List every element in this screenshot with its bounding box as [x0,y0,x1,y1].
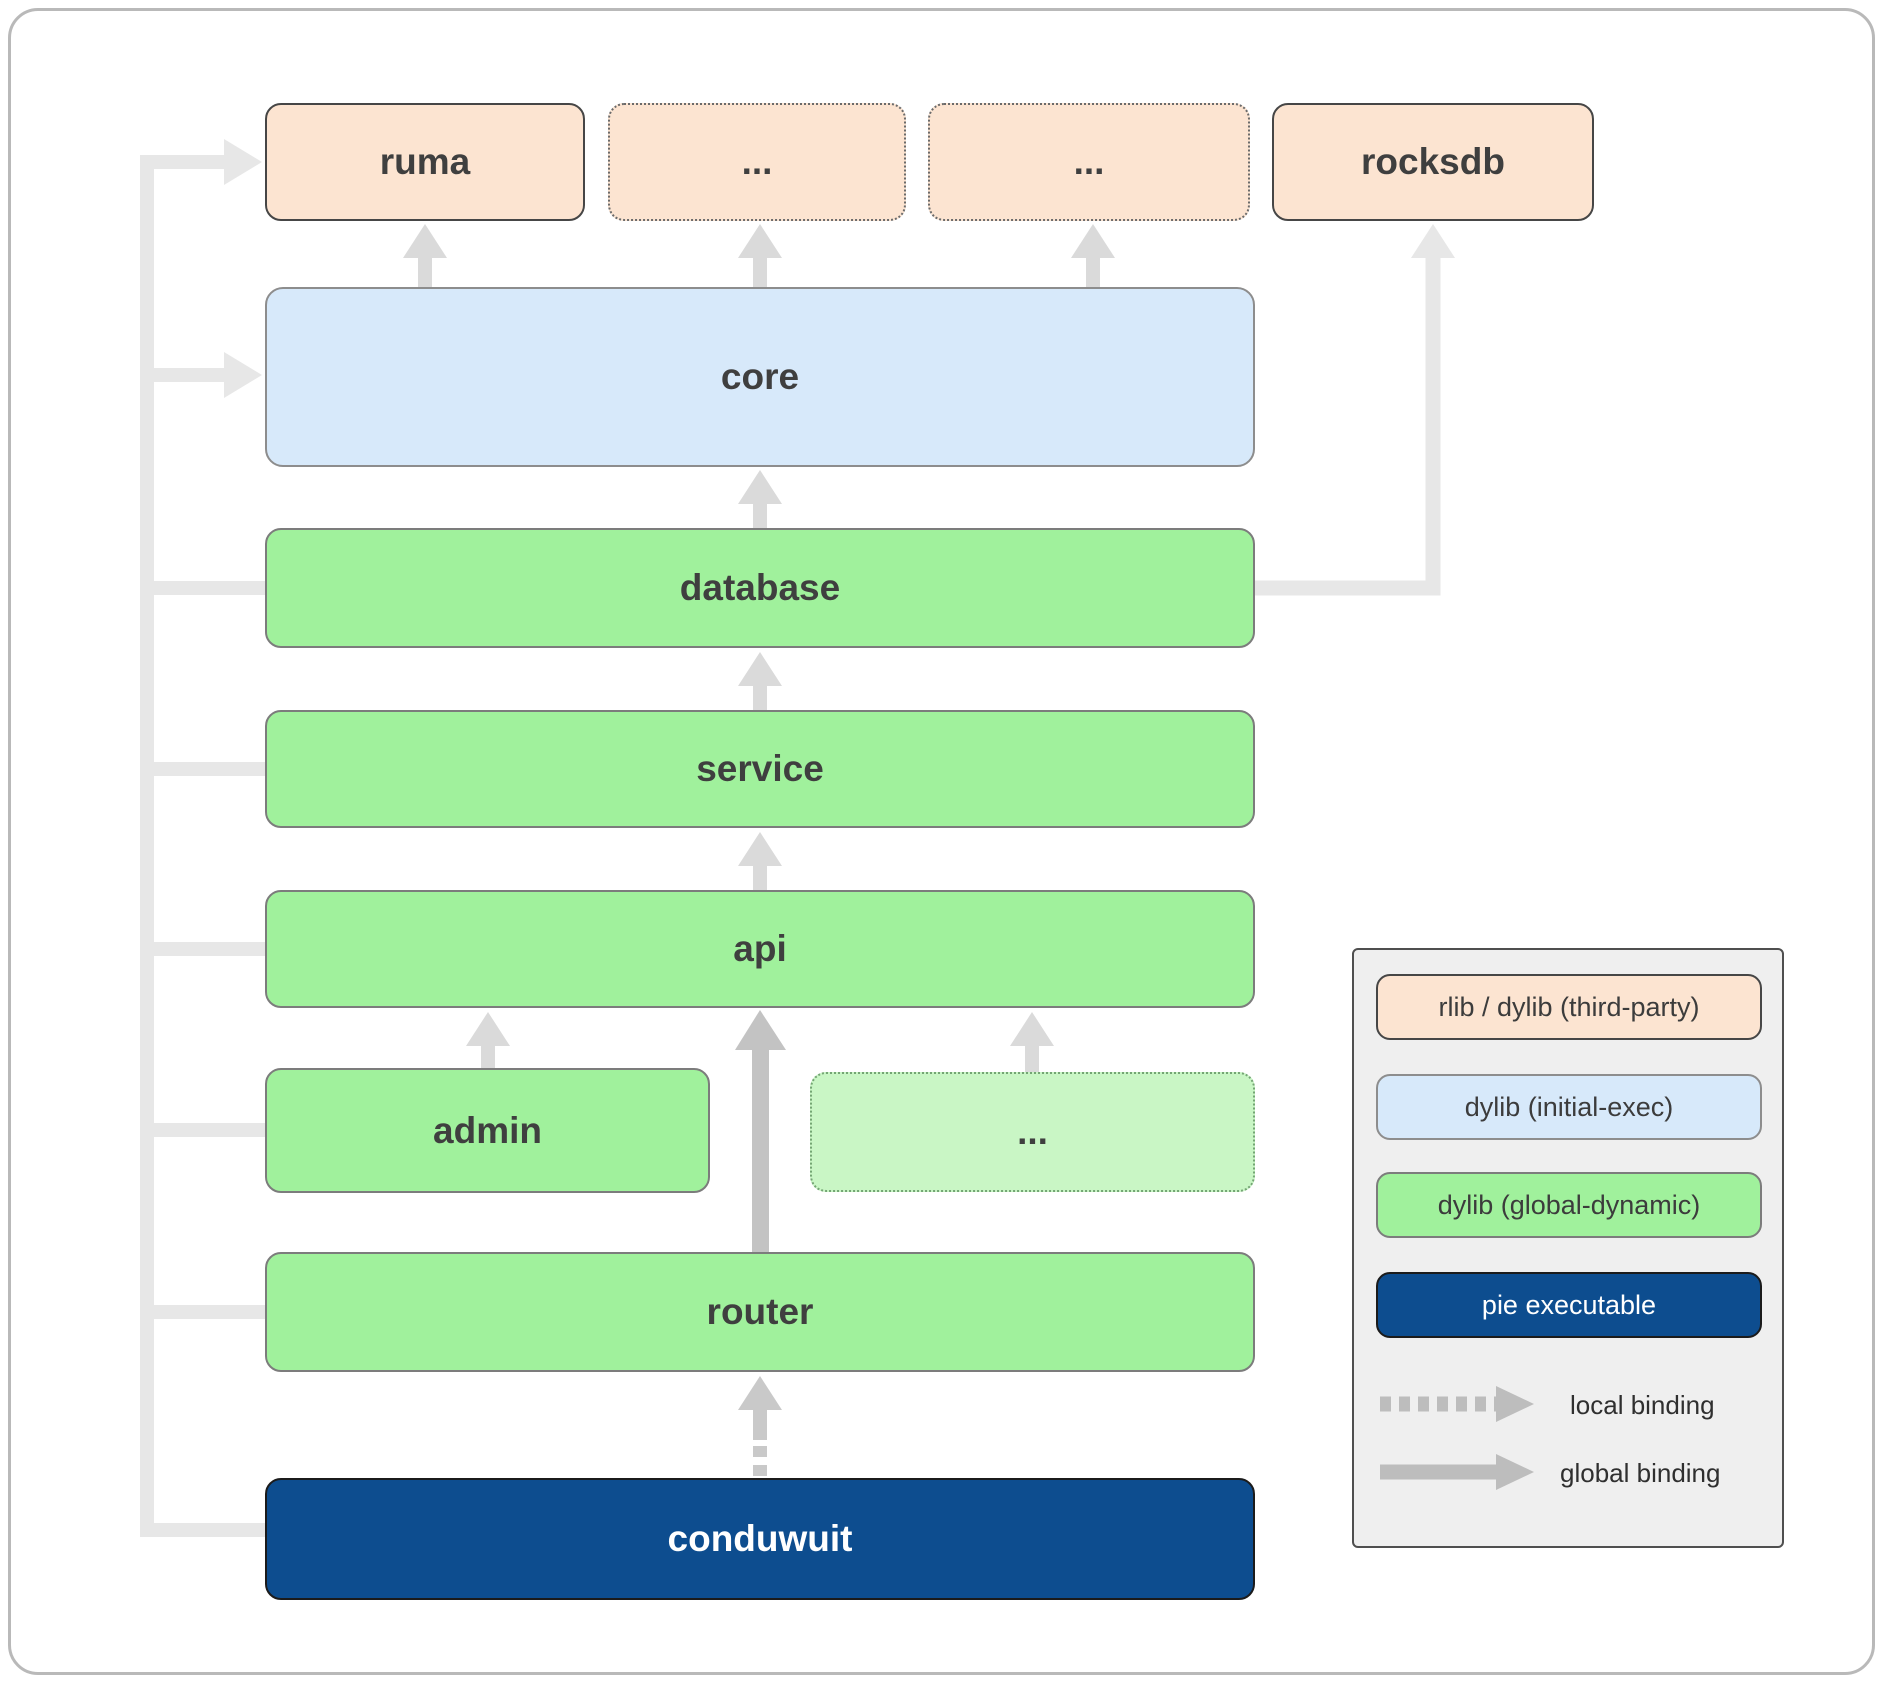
local-binding-arrow-icon [1380,1386,1534,1422]
legend-item-third-party-label: rlib / dylib (third-party) [1438,991,1700,1022]
legend-item-pie-executable: pie executable [1376,1272,1762,1338]
edge-more-api [1010,1012,1054,1074]
node-ruma-label: ruma [379,141,471,182]
edge-router-api [735,1010,786,1254]
node-api-label: api [733,928,787,969]
legend-panel: rlib / dylib (third-party) dylib (initia… [1352,948,1784,1548]
node-core: core [265,287,1255,467]
legend-local-binding-label: local binding [1570,1390,1715,1420]
edge-database-core [738,470,782,530]
node-third-party-ellipsis-2-label: ... [1073,141,1105,182]
node-third-party-ellipsis-1: ... [608,103,906,221]
node-conduwuit-label: conduwuit [667,1518,853,1559]
node-third-party-ellipsis-1-label: ... [741,141,773,182]
node-rocksdb: rocksdb [1272,103,1594,221]
node-module-ellipsis: ... [810,1072,1255,1192]
edge-conduwuit-left-bus [140,155,267,1537]
edge-core-dep3 [1071,224,1115,290]
node-service-label: service [696,748,824,789]
edge-core-dep2 [738,224,782,290]
node-third-party-ellipsis-2: ... [928,103,1250,221]
node-ruma: ruma [265,103,585,221]
edge-database-rocksdb [1255,224,1455,596]
node-database-label: database [679,567,841,608]
legend-item-global-dynamic-label: dylib (global-dynamic) [1437,1189,1701,1220]
node-admin-label: admin [433,1109,542,1151]
node-database: database [265,528,1255,648]
legend-item-global-dynamic: dylib (global-dynamic) [1376,1172,1762,1238]
node-rocksdb-label: rocksdb [1361,141,1505,182]
edge-admin-api [466,1012,510,1070]
node-router: router [265,1252,1255,1372]
node-api: api [265,890,1255,1008]
legend-item-pie-executable-label: pie executable [1481,1289,1657,1320]
legend-item-third-party: rlib / dylib (third-party) [1376,974,1762,1040]
edge-conduwuit-router [738,1376,782,1479]
global-binding-arrow-icon [1380,1454,1534,1490]
node-module-ellipsis-label: ... [1017,1111,1048,1152]
legend-item-initial-exec-label: dylib (initial-exec) [1464,1091,1674,1122]
edge-api-service [738,832,782,892]
node-service: service [265,710,1255,828]
node-conduwuit: conduwuit [265,1478,1255,1600]
edge-left-bus-arrowheads [224,139,262,398]
node-core-label: core [720,356,800,397]
legend-global-binding-label: global binding [1560,1458,1721,1488]
node-admin: admin [265,1068,710,1193]
node-router-label: router [706,1291,814,1332]
edge-core-ruma [403,224,447,290]
edge-service-database [738,652,782,712]
legend-item-initial-exec: dylib (initial-exec) [1376,1074,1762,1140]
